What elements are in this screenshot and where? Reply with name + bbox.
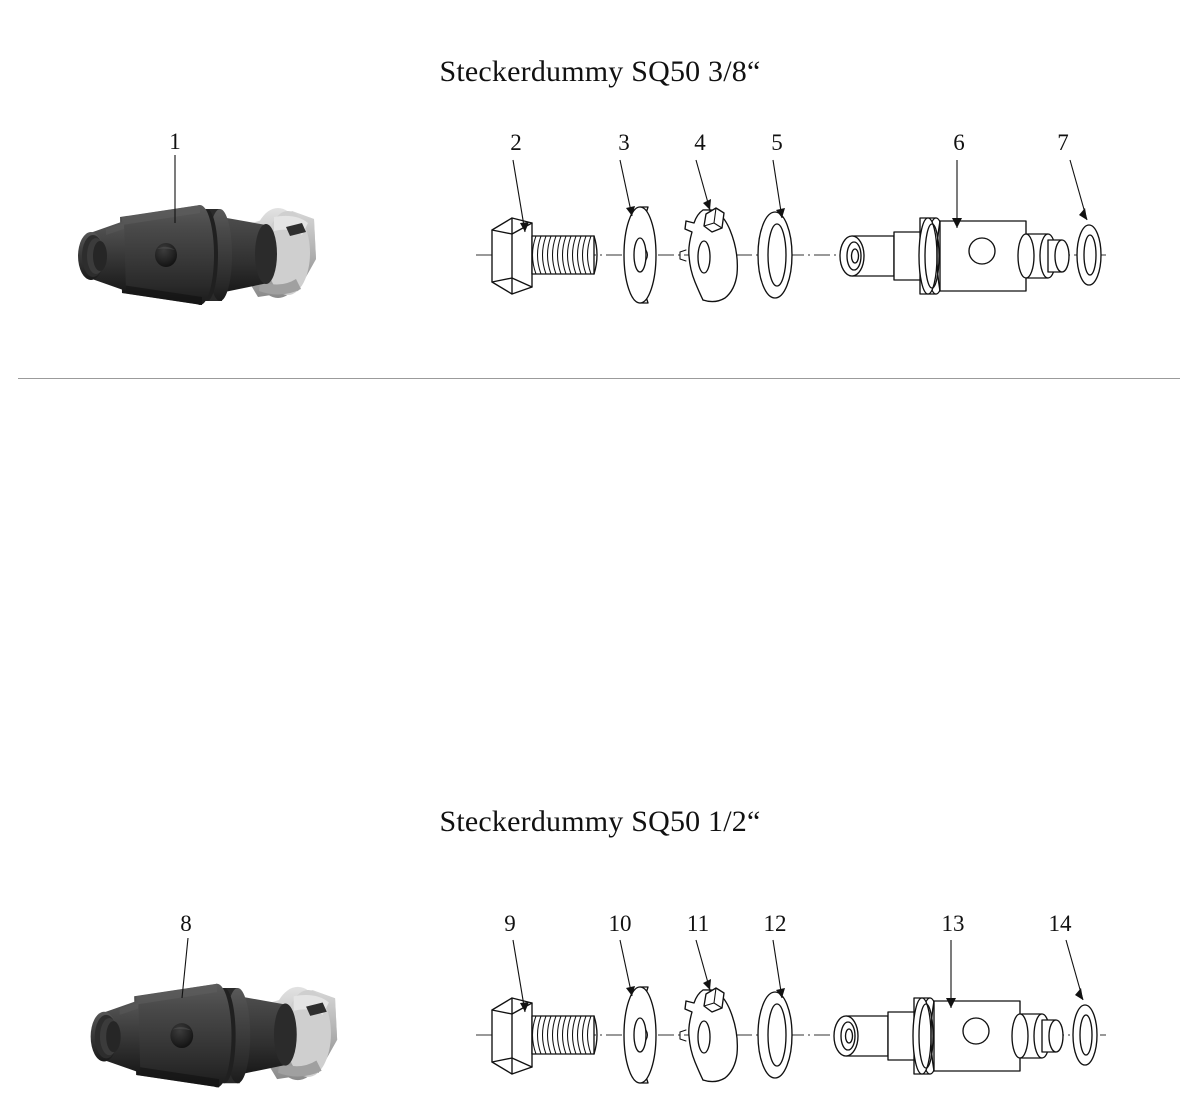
callout-2: 2: [510, 130, 522, 155]
assembly-nose-1-2: [90, 1000, 141, 1073]
part-hex-bolt-2: [491, 217, 598, 295]
section-title-sq50-3-8: Steckerdummy SQ50 3/8“: [439, 55, 761, 88]
callout-11: 11: [686, 911, 710, 936]
callout-13: 13: [941, 911, 965, 936]
callout-1: 1: [169, 129, 181, 154]
callout-4: 4: [694, 130, 706, 155]
callout-6: 6: [953, 130, 965, 155]
exploded-parts-3-8: [470, 190, 1110, 320]
section-sq50-3-8: Steckerdummy SQ50 3/8“: [0, 0, 1200, 375]
part-flat-washer-3: [623, 206, 657, 304]
callout-14: 14: [1048, 911, 1072, 936]
leader-lines-3-8: [512, 159, 1088, 233]
callout-10: 10: [608, 911, 632, 936]
callout-12: 12: [763, 911, 787, 936]
part-tab-lock-washer-4: [679, 207, 739, 303]
callout-9: 9: [504, 911, 516, 936]
leader-line-1: [174, 155, 176, 223]
callout-3: 3: [618, 130, 630, 155]
section-divider: [18, 378, 1180, 379]
section-title-sq50-1-2: Steckerdummy SQ50 1/2“: [439, 805, 761, 838]
assembly-nose-3-8: [78, 221, 126, 291]
part-coupling-body-6: [839, 217, 1070, 295]
part-o-ring-large-5: [757, 211, 793, 299]
assembly-render-1-2: [72, 963, 362, 1103]
assembly-barrel-3-8: [120, 205, 214, 305]
leader-line-8: [181, 937, 189, 999]
callout-8: 8: [180, 911, 192, 936]
callout-7: 7: [1057, 130, 1069, 155]
callout-5: 5: [771, 130, 783, 155]
section-sq50-1-2: Steckerdummy SQ50 1/2“: [0, 385, 1200, 1088]
part-o-ring-small-7: [1076, 224, 1102, 286]
assembly-render-3-8: [60, 185, 340, 320]
leader-lines-1-2: [512, 939, 1084, 1013]
